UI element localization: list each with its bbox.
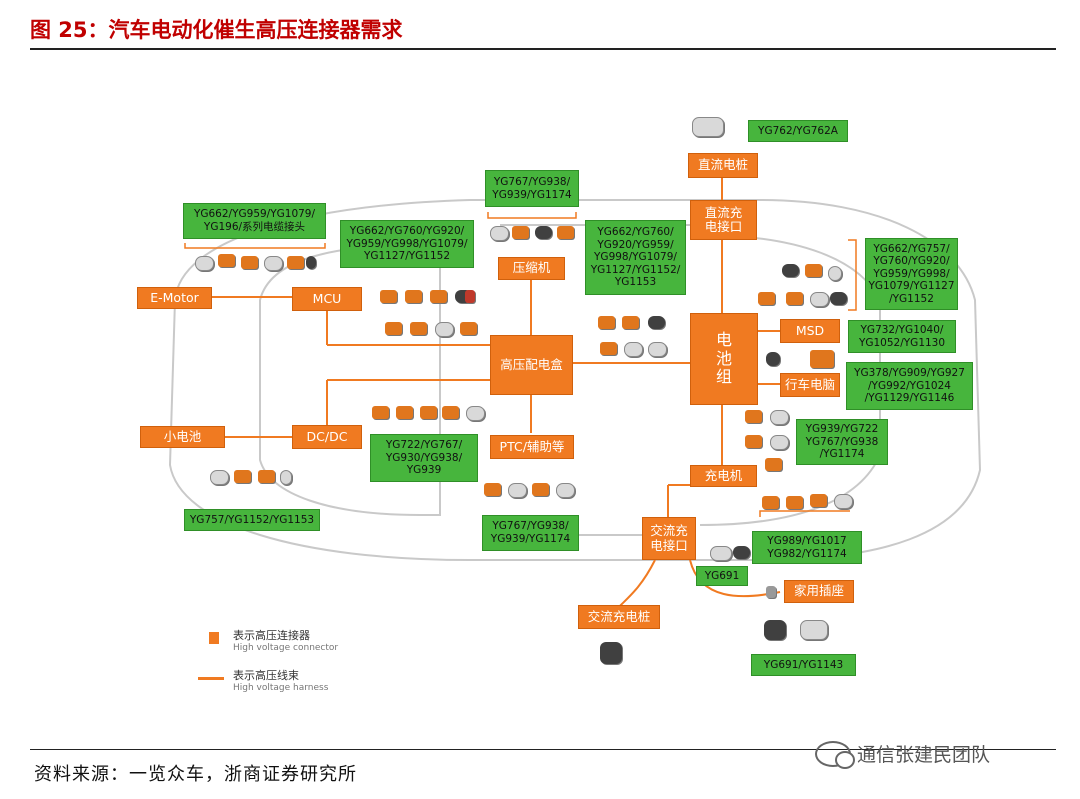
models-motor-harness: YG662/YG959/YG1079/ YG196/系列电缆接头 xyxy=(183,203,326,239)
models-ac-port-2: YG691 xyxy=(696,566,748,586)
figure-title: 图 25：汽车电动化催生高压连接器需求 xyxy=(30,18,403,42)
top-rule xyxy=(30,48,1056,50)
watermark: 通信张建民团队 xyxy=(815,740,991,769)
models-mcu: YG662/YG760/YG920/ YG959/YG998/YG1079/ Y… xyxy=(340,220,474,268)
ac-pile-box: 交流充电桩 xyxy=(578,605,660,629)
legend-brackets xyxy=(184,212,857,517)
models-battery-side: YG662/YG757/ YG760/YG920/ YG959/YG998/ Y… xyxy=(865,238,958,310)
compressor-box: 压缩机 xyxy=(498,257,565,280)
battery-box: 电 池 组 xyxy=(690,313,758,405)
e-motor-box: E-Motor xyxy=(137,287,212,309)
models-home-socket: YG691/YG1143 xyxy=(751,654,856,676)
models-bms: YG378/YG909/YG927 /YG992/YG1024 /YG1129/… xyxy=(846,362,973,410)
legend-connector-label-en: High voltage connector xyxy=(233,643,339,653)
ptc-box: PTC/辅助等 xyxy=(490,435,574,459)
charger-box: 充电机 xyxy=(690,465,757,487)
models-ac-port: YG989/YG1017 YG982/YG1174 xyxy=(752,531,862,564)
models-ptc: YG767/YG938/ YG939/YG1174 xyxy=(482,515,579,551)
ac-port-box: 交流充 电接口 xyxy=(642,517,696,560)
legend-harness-swatch xyxy=(198,677,224,680)
models-pdu-battery: YG662/YG760/ YG920/YG959/ YG998/YG1079/ … xyxy=(585,220,686,295)
dc-pile-box: 直流电桩 xyxy=(688,153,758,178)
models-dc-pile: YG762/YG762A xyxy=(748,120,848,142)
small-battery-box: 小电池 xyxy=(140,426,225,448)
legend-connector-swatch xyxy=(209,632,219,644)
models-charger: YG939/YG722 YG767/YG938 /YG1174 xyxy=(796,419,888,465)
legend-connector-label: 表示高压连接器 xyxy=(233,629,310,642)
wechat-icon xyxy=(815,740,855,769)
dcdc-box: DC/DC xyxy=(292,425,362,449)
bms-box: 行车电脑 xyxy=(780,373,840,397)
mcu-box: MCU xyxy=(292,287,362,311)
models-dcdc: YG722/YG767/ YG930/YG938/ YG939 xyxy=(370,434,478,482)
home-socket-box: 家用插座 xyxy=(784,580,854,603)
watermark-text: 通信张建民团队 xyxy=(857,744,991,766)
pdu-box: 高压配电盒 xyxy=(490,335,573,395)
models-small-battery: YG757/YG1152/YG1153 xyxy=(184,509,320,531)
legend-harness-label: 表示高压线束 xyxy=(233,669,299,682)
models-msd: YG732/YG1040/ YG1052/YG1130 xyxy=(848,320,956,353)
dc-port-box: 直流充 电接口 xyxy=(690,200,757,240)
msd-box: MSD xyxy=(780,319,840,343)
legend-harness-label-en: High voltage harness xyxy=(233,683,329,693)
bottom-rule xyxy=(30,749,1056,750)
models-compressor: YG767/YG938/ YG939/YG1174 xyxy=(485,170,579,207)
source-note: 资料来源：一览众车，浙商证券研究所 xyxy=(34,764,357,785)
